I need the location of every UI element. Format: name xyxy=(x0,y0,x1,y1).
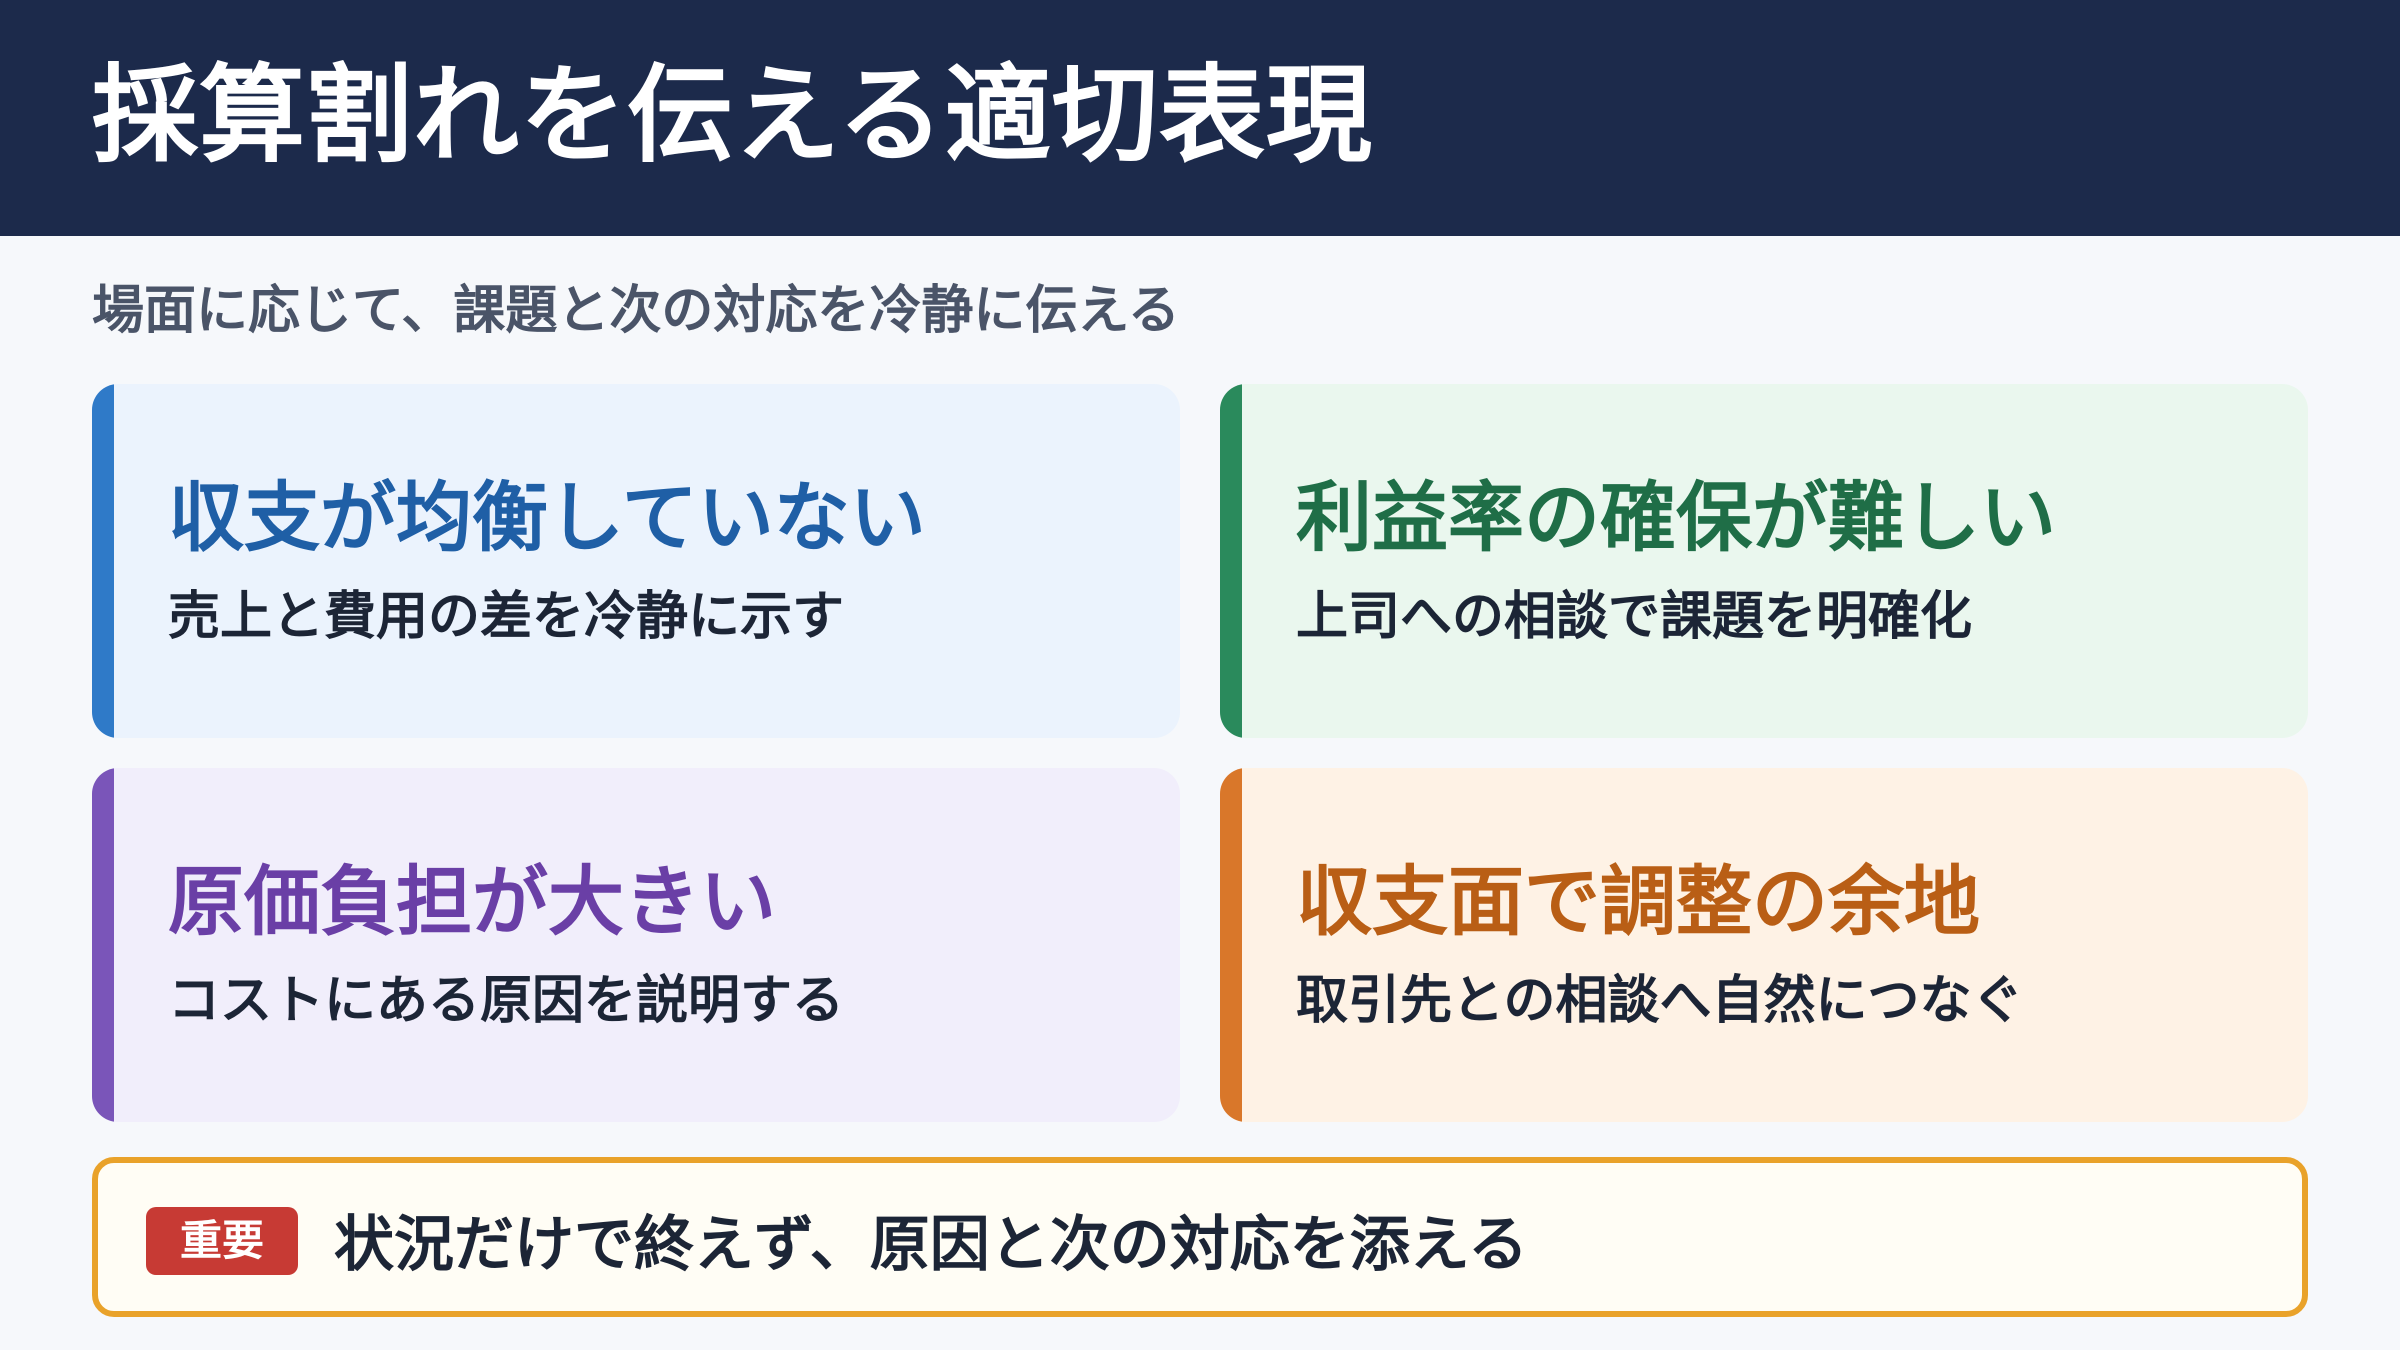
card-accent-bar xyxy=(92,384,114,738)
page-subtitle: 場面に応じて、課題と次の対応を冷静に伝える xyxy=(92,281,1180,341)
card-title: 収支面で調整の余地 xyxy=(1296,857,1980,946)
card-title: 原価負担が大きい xyxy=(168,857,776,946)
card-adjustment-room: 収支面で調整の余地 取引先との相談へ自然につなぐ xyxy=(1220,768,2308,1122)
card-title: 利益率の確保が難しい xyxy=(1296,473,2056,562)
card-description: 取引先との相談へ自然につなぐ xyxy=(1296,971,2024,1031)
card-accent-bar xyxy=(1220,768,1242,1122)
card-profit-margin: 利益率の確保が難しい 上司への相談で課題を明確化 xyxy=(1220,384,2308,738)
card-cost-burden: 原価負担が大きい コストにある原因を説明する xyxy=(92,768,1180,1122)
important-note-text: 状況だけで終えず、原因と次の対応を添える xyxy=(334,1210,1528,1280)
card-title: 収支が均衡していない xyxy=(168,473,926,562)
card-accent-bar xyxy=(1220,384,1242,738)
important-badge: 重要 xyxy=(146,1207,298,1275)
card-description: 売上と費用の差を冷静に示す xyxy=(168,587,845,647)
important-note: 重要 状況だけで終えず、原因と次の対応を添える xyxy=(92,1157,2308,1317)
card-description: コストにある原因を説明する xyxy=(168,971,845,1031)
header-banner: 採算割れを伝える適切表現 xyxy=(0,0,2400,236)
card-balance: 収支が均衡していない 売上と費用の差を冷静に示す xyxy=(92,384,1180,738)
card-accent-bar xyxy=(92,768,114,1122)
card-description: 上司への相談で課題を明確化 xyxy=(1296,587,1973,647)
page-title: 採算割れを伝える適切表現 xyxy=(92,54,1373,177)
